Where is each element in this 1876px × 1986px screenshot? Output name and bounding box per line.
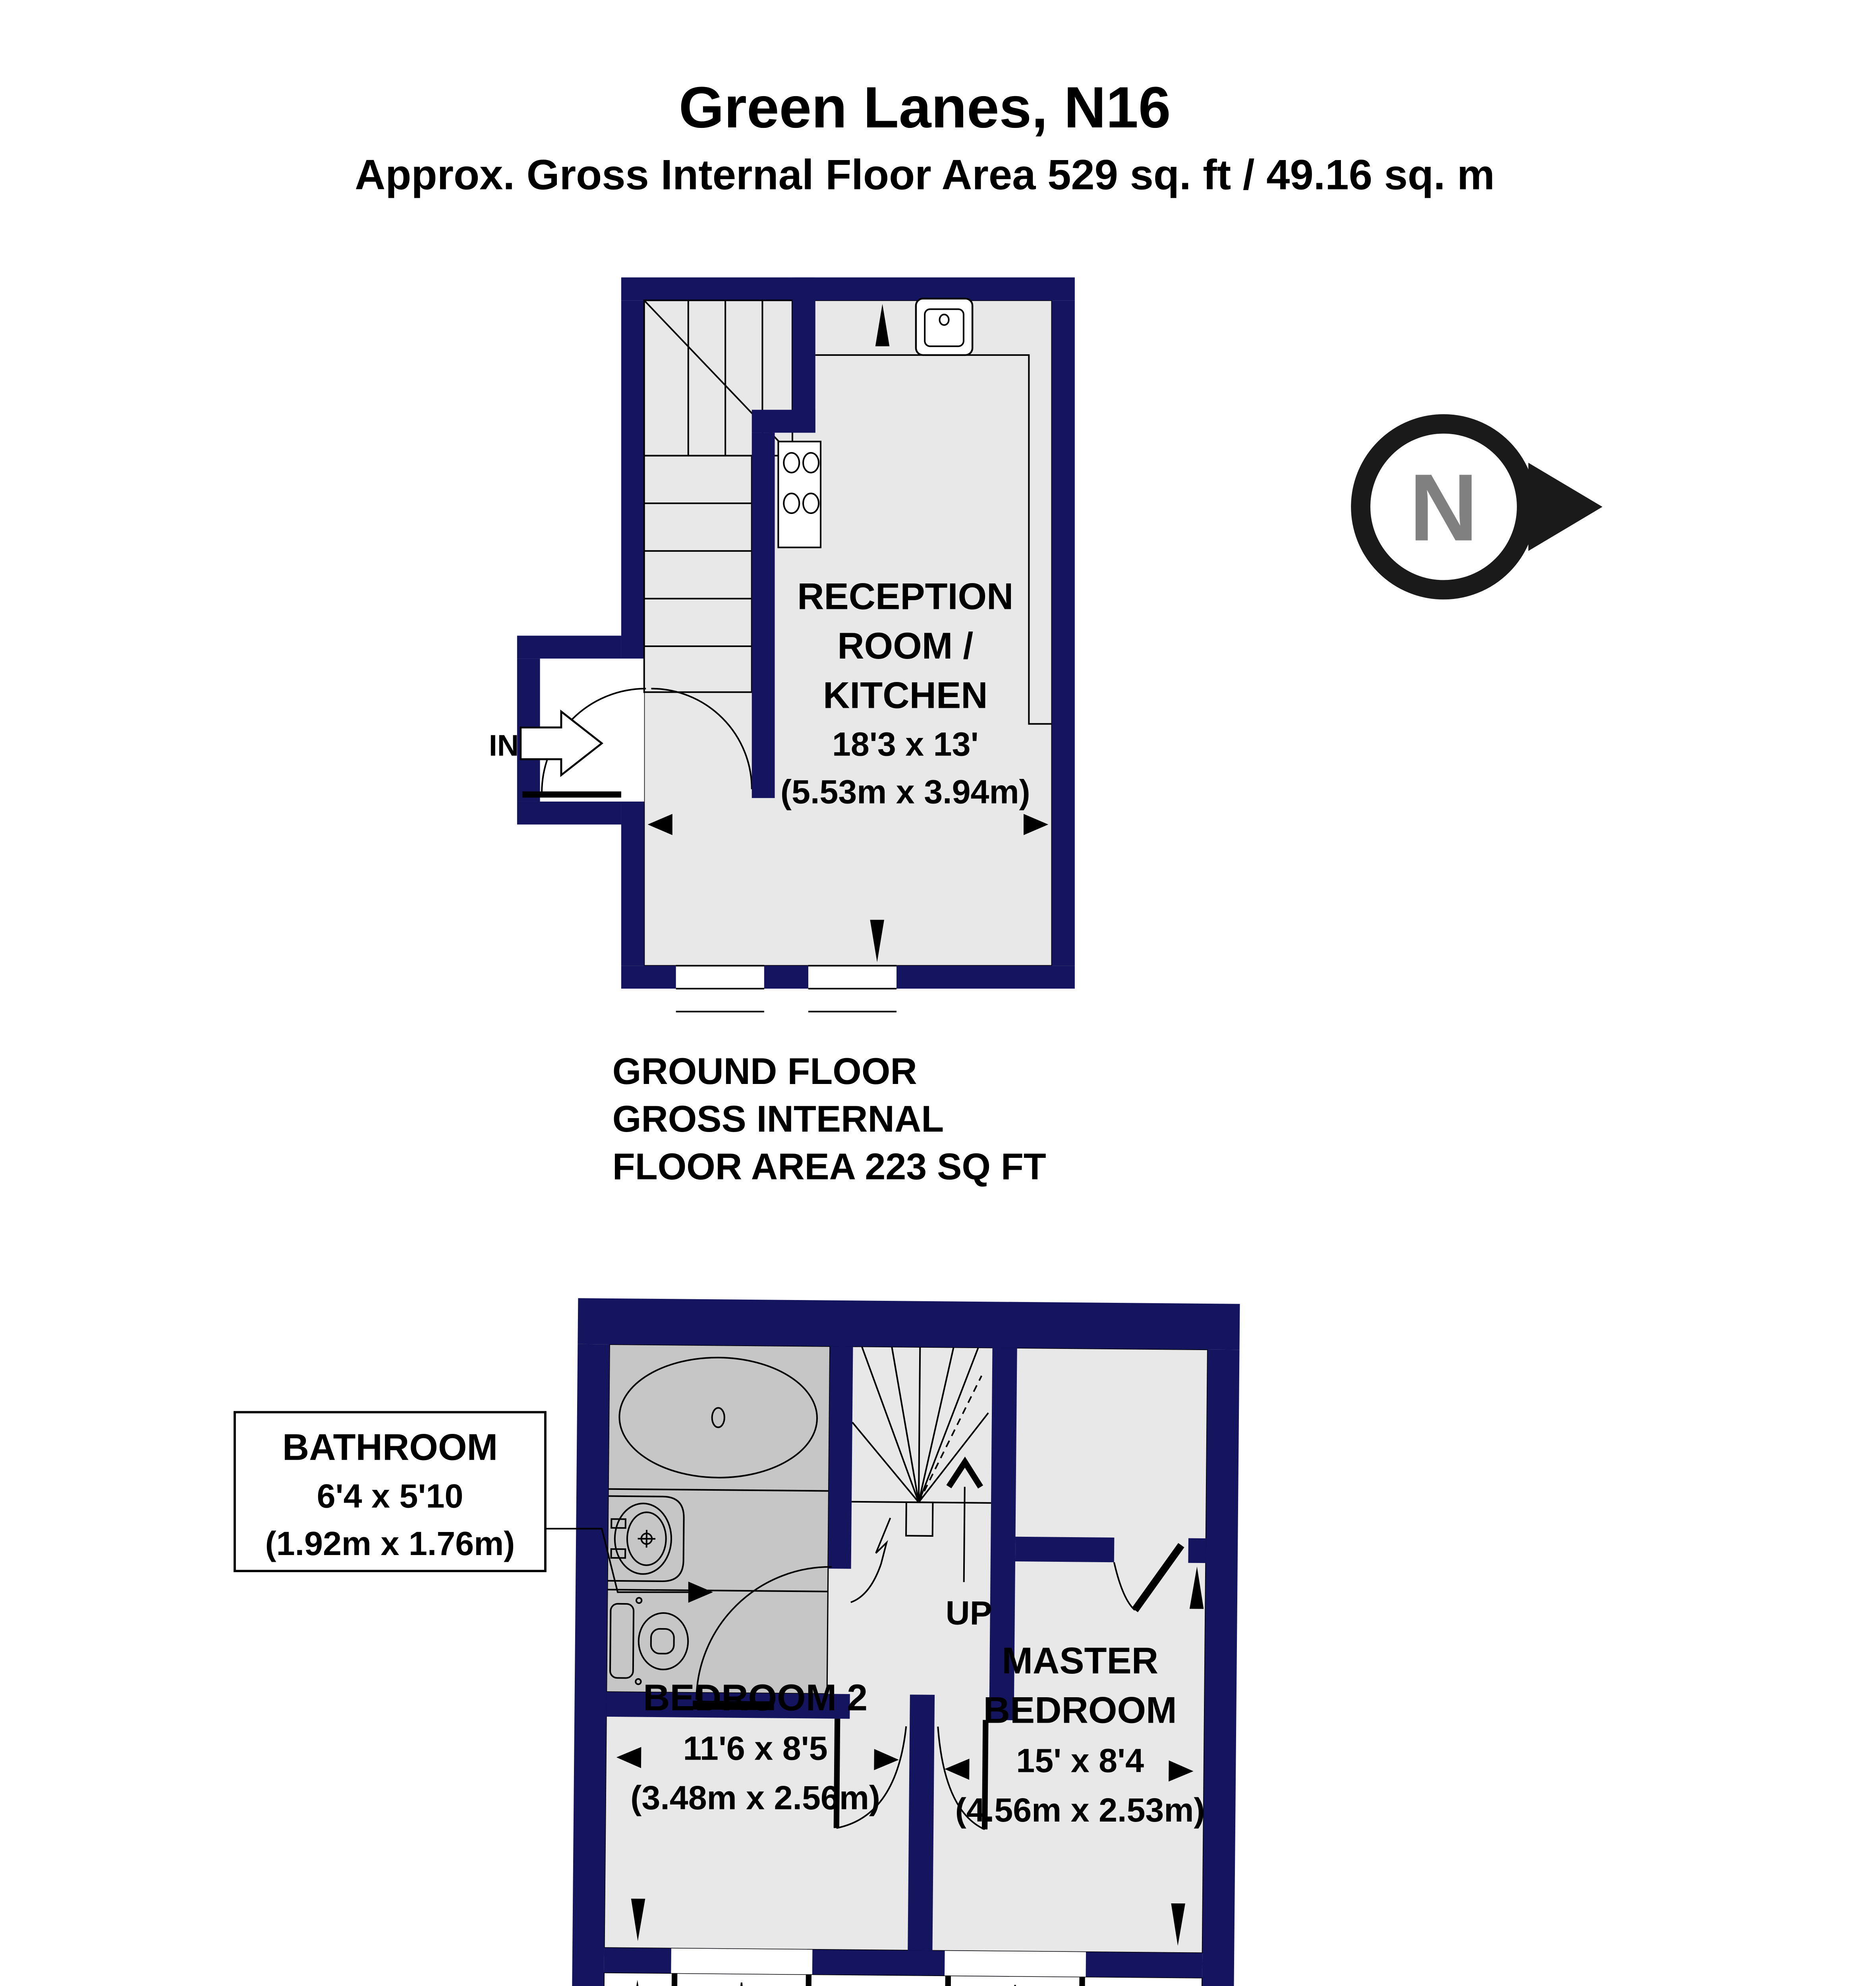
north-arrow-icon [1528, 462, 1603, 551]
bathtub-icon [608, 1356, 829, 1492]
dim-arrow-down-icon [870, 920, 884, 962]
ground-floor-caption: GROUND FLOOR GROSS INTERNAL FLOOR AREA 2… [612, 1051, 1046, 1187]
entrance-label: IN [489, 729, 519, 763]
dim-arrow-down-icon [1171, 1903, 1185, 1946]
page-subtitle: Approx. Gross Internal Floor Area 529 sq… [355, 151, 1495, 198]
dim-arrow-left-icon [945, 1758, 970, 1780]
bathroom-dim-imperial: 6'4 x 5'10 [317, 1477, 464, 1515]
svg-text:BEDROOM 2: BEDROOM 2 [643, 1677, 867, 1718]
bathroom-door-leaf [693, 1700, 774, 1710]
svg-text:BEDROOM: BEDROOM [983, 1689, 1177, 1731]
dim-arrow-left-icon [616, 1747, 641, 1768]
break-line [875, 1517, 891, 1564]
reception-room-name: ROOM / [837, 625, 973, 667]
reception-room-name: RECEPTION [797, 576, 1013, 617]
north-indicator-icon: N [1351, 414, 1603, 600]
stairs-up-chevron-icon [946, 1457, 983, 1489]
dim-arrow-up-icon [875, 304, 890, 346]
master-door-leaf [1132, 1543, 1184, 1613]
lower-stairs [850, 1346, 991, 1603]
reception-room-dim-imperial: 18'3 x 13' [832, 726, 979, 763]
svg-text:GROUND FLOOR: GROUND FLOOR [612, 1051, 917, 1092]
bathroom-dim-metric: (1.92m x 1.76m) [265, 1525, 515, 1562]
svg-text:(4.56m x 2.53m): (4.56m x 2.53m) [955, 1791, 1205, 1829]
toilet-icon [609, 1597, 689, 1685]
sink-icon [915, 298, 974, 356]
bathroom-callout: BATHROOM 6'4 x 5'10 (1.92m x 1.76m) [234, 1411, 713, 1603]
ground-floor-plan: IN [489, 277, 1075, 1012]
dim-arrow-left-icon [647, 814, 672, 835]
master-bedroom-label: MASTER BEDROOM 15' x 8'4 (4.56m x 2.53m) [955, 1640, 1205, 1829]
master-hall-door-arc [937, 1726, 985, 1830]
lower-ground-floor-plan: UP [569, 1298, 1240, 1986]
svg-text:MASTER: MASTER [1002, 1640, 1158, 1681]
svg-text:GROSS INTERNAL: GROSS INTERNAL [612, 1098, 944, 1140]
svg-text:11'6 x 8'5: 11'6 x 8'5 [683, 1730, 828, 1767]
north-letter: N [1409, 454, 1478, 560]
dim-arrow-right-icon [1023, 814, 1049, 835]
window [808, 965, 897, 1012]
svg-text:FLOOR AREA 223 SQ FT: FLOOR AREA 223 SQ FT [612, 1146, 1046, 1187]
master-door-arc [1113, 1562, 1136, 1611]
reception-room-name: KITCHEN [823, 675, 988, 716]
bathroom-name: BATHROOM [282, 1426, 498, 1468]
bedroom2-door-arc [836, 1726, 907, 1829]
hall-door-arc [850, 1563, 882, 1603]
window [676, 965, 764, 1012]
bathroom-door-arc [696, 1566, 832, 1700]
bedroom2-label: BEDROOM 2 11'6 x 8'5 (3.48m x 2.56m) [630, 1677, 880, 1816]
stove-icon [777, 440, 822, 549]
dim-arrow-up-icon [1189, 1566, 1204, 1609]
entrance-door-arc-inner [651, 688, 753, 789]
dim-arrow-down-icon [631, 1899, 645, 1941]
bathroom-sink-icon [607, 1495, 685, 1582]
dim-arrow-right-icon [874, 1749, 899, 1770]
svg-text:15' x 8'4: 15' x 8'4 [1016, 1742, 1144, 1779]
reception-room-dim-metric: (5.53m x 3.94m) [781, 773, 1030, 810]
stairs-up-label: UP [945, 1594, 992, 1632]
leader-arrow-icon [688, 1581, 713, 1603]
dim-arrow-right-icon [1169, 1760, 1194, 1782]
bathroom-floor [606, 1343, 831, 1695]
page-title: Green Lanes, N16 [679, 75, 1171, 140]
entrance-in-arrow-icon [520, 709, 604, 777]
svg-text:(3.48m x 2.56m): (3.48m x 2.56m) [630, 1779, 880, 1816]
